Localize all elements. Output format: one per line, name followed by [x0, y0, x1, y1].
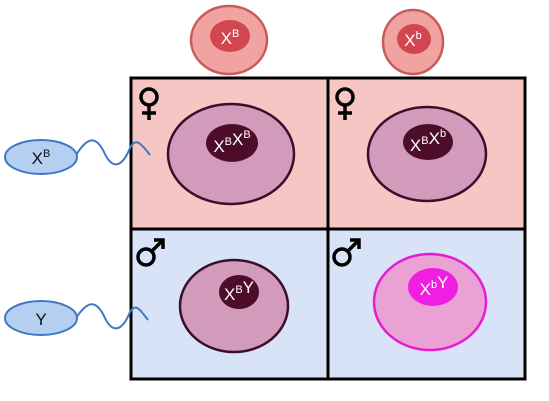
allele-base: X	[32, 149, 43, 168]
allele-superscript: b	[416, 30, 422, 42]
allele-superscript: B	[235, 284, 242, 296]
allele-base: Y	[243, 278, 254, 297]
allele-base: X	[213, 137, 224, 156]
zygote-label-2: XBXb	[410, 128, 446, 155]
allele-superscript: B	[243, 129, 250, 141]
sperm-cell-1: XB	[4, 139, 151, 175]
egg-cell-1: XB	[189, 4, 269, 76]
allele-superscript: b	[440, 128, 446, 140]
allele-superscript: B	[232, 28, 239, 40]
sperm-cell-2: Y	[4, 300, 149, 336]
allele-base: X	[420, 280, 431, 299]
zygote-label-4: XbY	[420, 273, 449, 299]
allele-base: Y	[35, 310, 46, 329]
zygote-cell-2: XBXb	[366, 105, 488, 203]
zygote-cell-1: XBXB	[166, 102, 296, 206]
allele-base: X	[429, 129, 440, 148]
allele-superscript: B	[43, 148, 50, 160]
mars-icon	[136, 238, 165, 267]
allele-base: X	[410, 136, 421, 155]
zygote-cell-4: XbY	[372, 252, 488, 352]
grid-lines	[129, 76, 527, 381]
zygote-cell-3: XBY	[178, 258, 290, 354]
allele-base: X	[232, 130, 243, 149]
egg-cell-2: Xb	[381, 8, 445, 76]
allele-base: X	[224, 285, 235, 304]
mars-icon	[332, 238, 361, 267]
allele-superscript: b	[431, 279, 437, 291]
zygote-label-1: XBXB	[213, 129, 250, 156]
sperm-label-1: XB	[32, 148, 51, 168]
venus-icon	[335, 87, 355, 120]
allele-superscript: B	[225, 136, 232, 148]
allele-base: X	[404, 31, 415, 50]
venus-icon	[139, 87, 159, 120]
allele-base: X	[221, 29, 232, 48]
egg-label-2: Xb	[404, 30, 421, 50]
sperm-label-2: Y	[35, 310, 46, 329]
zygote-label-3: XBY	[224, 278, 254, 304]
allele-superscript: B	[421, 135, 428, 147]
allele-base: Y	[437, 273, 448, 292]
egg-label-1: XB	[221, 28, 240, 48]
